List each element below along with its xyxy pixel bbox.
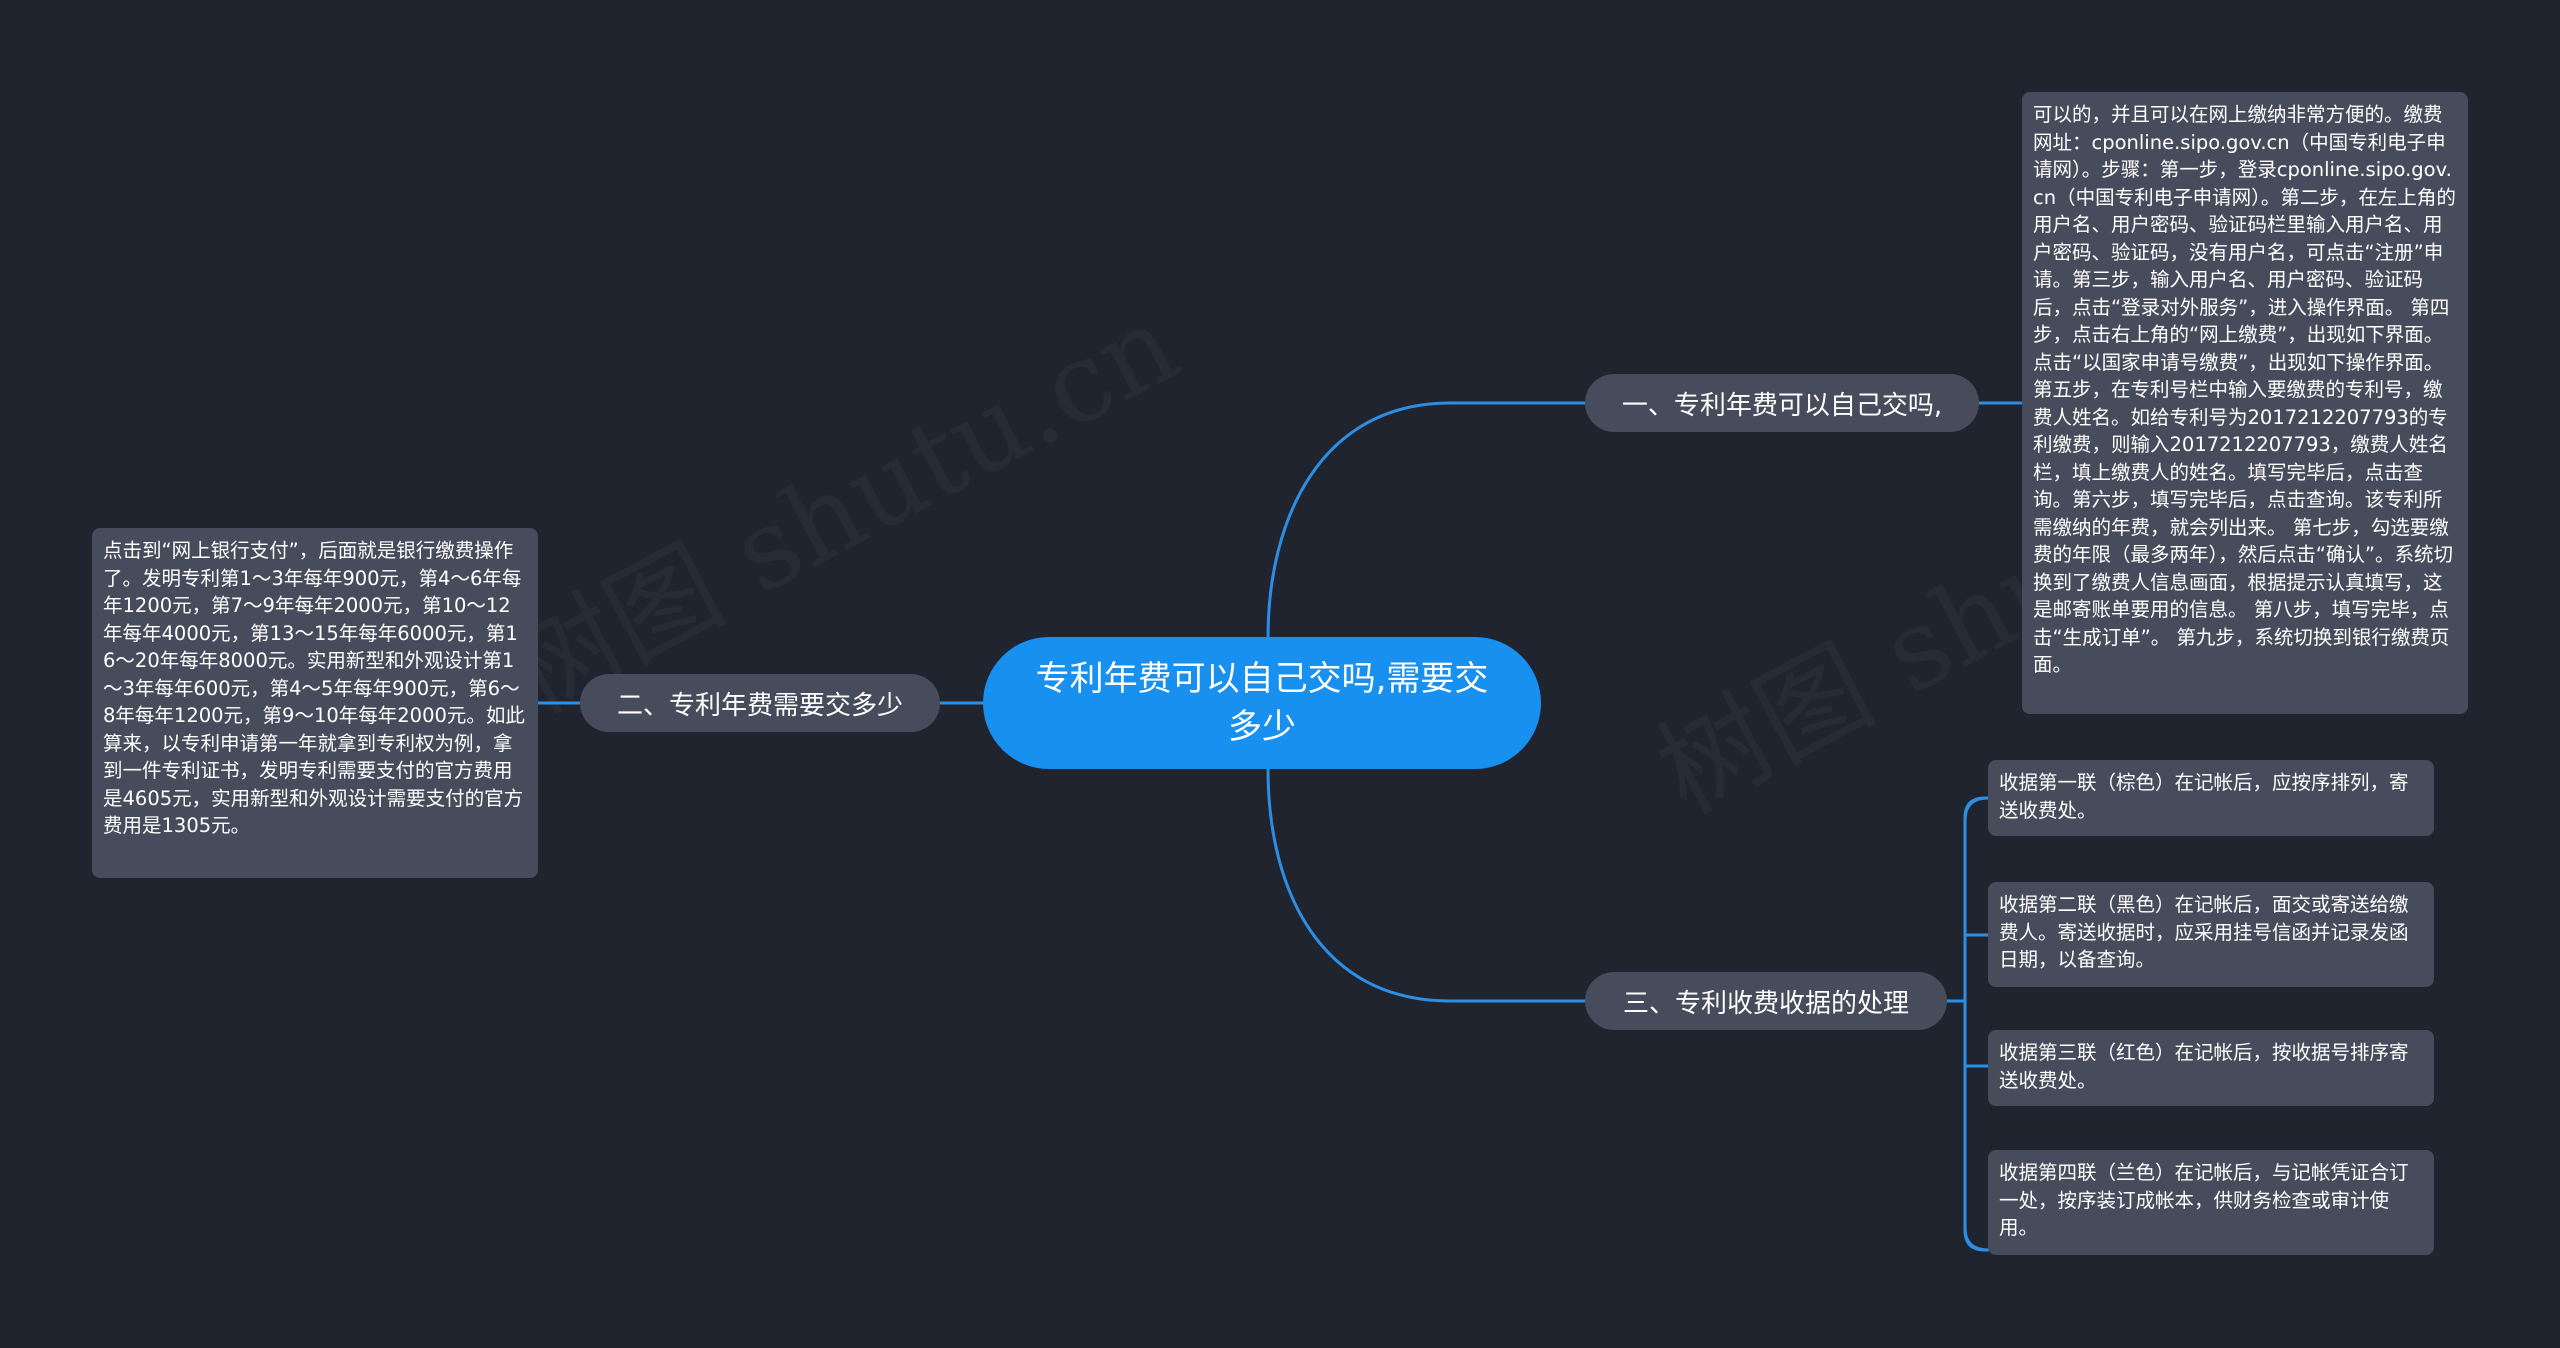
root-node-label: 专利年费可以自己交吗,需要交多少 (1035, 659, 1489, 747)
branch-3-leaf-2-text: 收据第二联（黑色）在记帐后，面交或寄送给缴费人。寄送收据时，应采用挂号信函并记录… (1999, 893, 2409, 971)
branch-3-leaf-2[interactable]: 收据第二联（黑色）在记帐后，面交或寄送给缴费人。寄送收据时，应采用挂号信函并记录… (1988, 882, 2434, 987)
branch-node-1[interactable]: 一、专利年费可以自己交吗, (1585, 374, 1979, 432)
branch-node-1-label: 一、专利年费可以自己交吗, (1621, 390, 1943, 421)
branch-2-detail-text: 点击到“网上银行支付”，后面就是银行缴费操作了。发明专利第1～3年每年900元，… (103, 539, 525, 837)
connector-root-branch3 (1266, 767, 1587, 1003)
branch-node-2[interactable]: 二、专利年费需要交多少 (580, 674, 940, 732)
connector-branch3-leaf1 (1963, 796, 1990, 822)
branch-node-3[interactable]: 三、专利收费收据的处理 (1585, 972, 1947, 1030)
root-node[interactable]: 专利年费可以自己交吗,需要交多少 (983, 637, 1541, 769)
branch-3-leaf-1-text: 收据第一联（棕色）在记帐后，应按序排列，寄送收费处。 (1999, 771, 2409, 822)
bracket-branch3 (1963, 796, 1987, 1252)
branch-3-leaf-3[interactable]: 收据第三联（红色）在记帐后，按收据号排序寄送收费处。 (1988, 1030, 2434, 1106)
branch-1-detail-node[interactable]: 可以的，并且可以在网上缴纳非常方便的。缴费网址：cponline.sipo.go… (2022, 92, 2468, 714)
branch-1-detail-text: 可以的，并且可以在网上缴纳非常方便的。缴费网址：cponline.sipo.go… (2033, 103, 2456, 676)
connector-branch3-leaf4 (1963, 1226, 1990, 1252)
branch-node-3-label: 三、专利收费收据的处理 (1622, 988, 1909, 1019)
branch-2-detail-node[interactable]: 点击到“网上银行支付”，后面就是银行缴费操作了。发明专利第1～3年每年900元，… (92, 528, 538, 878)
branch-3-leaf-4-text: 收据第四联（兰色）在记帐后，与记帐凭证合订一处，按序装订成帐本，供财务检查或审计… (1999, 1161, 2409, 1239)
branch-node-2-label: 二、专利年费需要交多少 (616, 690, 903, 721)
branch-3-leaf-3-text: 收据第三联（红色）在记帐后，按收据号排序寄送收费处。 (1999, 1041, 2409, 1092)
connector-root-branch1 (1266, 401, 1587, 639)
branch-3-leaf-1[interactable]: 收据第一联（棕色）在记帐后，应按序排列，寄送收费处。 (1988, 760, 2434, 836)
branch-3-leaf-4[interactable]: 收据第四联（兰色）在记帐后，与记帐凭证合订一处，按序装订成帐本，供财务检查或审计… (1988, 1150, 2434, 1255)
